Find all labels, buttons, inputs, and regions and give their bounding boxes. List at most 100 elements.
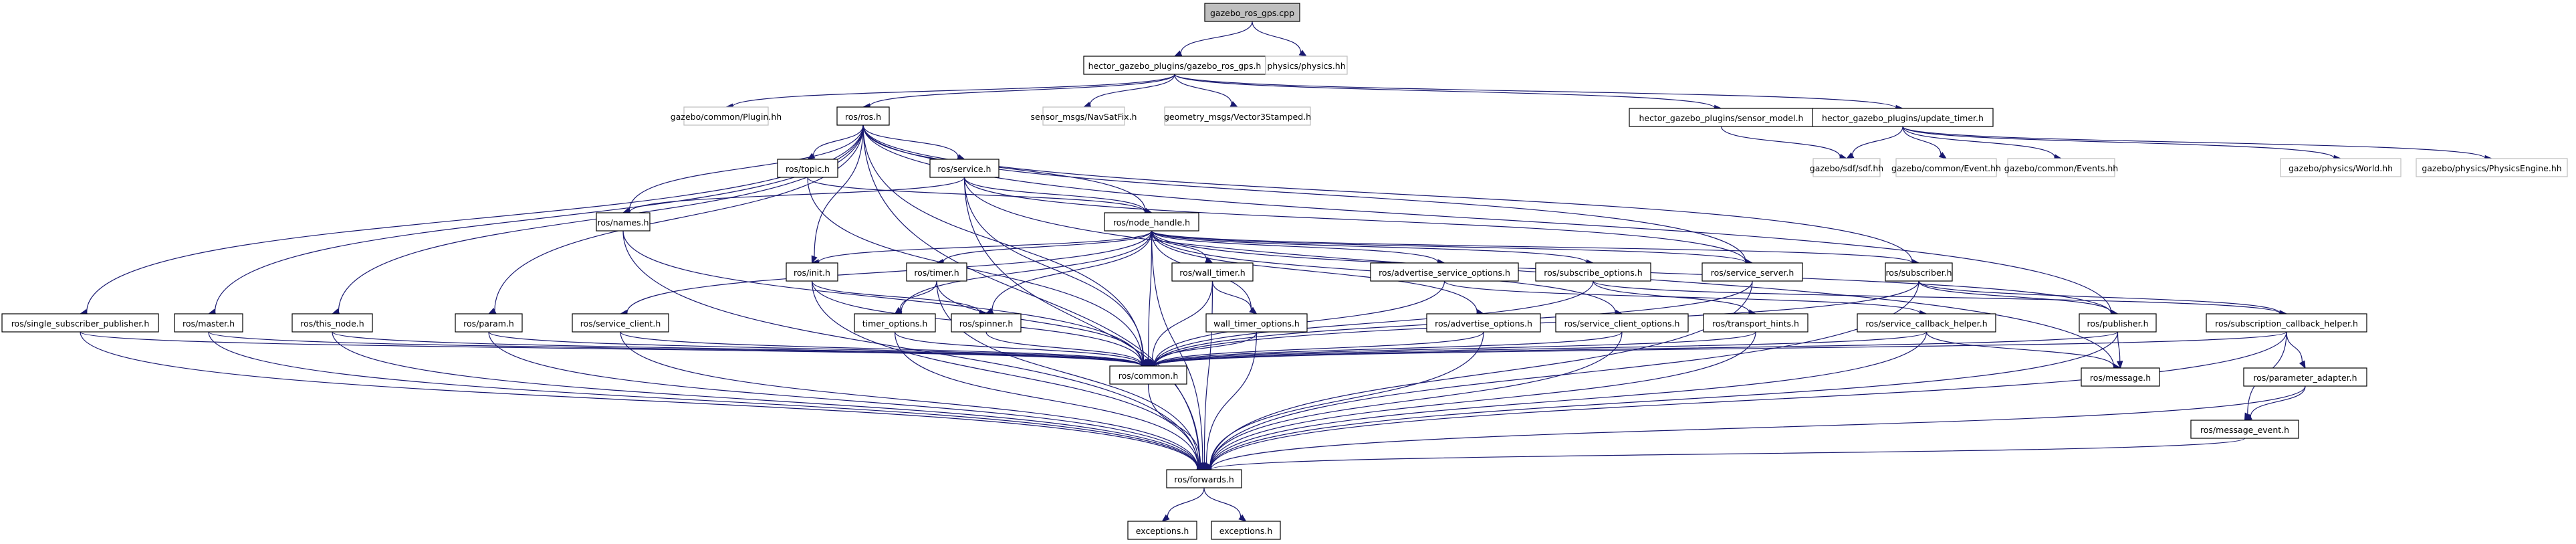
edge-line [1154,331,2119,367]
node-box [1370,262,1519,282]
node-ros-service-callback-helper-h[interactable]: ros/service_callback_helper.h [1857,313,1996,333]
node-ros-timer-h[interactable]: ros/timer.h [906,262,967,282]
node-ros-this-node-h[interactable]: ros/this_node.h [291,313,373,333]
node-hector-gazebo-plugins-update-timer-h[interactable]: hector_gazebo_plugins/update_timer.h [1812,108,1994,127]
node-label: ros/timer.h [914,268,959,278]
edge-ros-subscriber-h-to-ros-forwards-h [1203,280,1919,471]
node-ros-subscription-callback-helper-h[interactable]: ros/subscription_callback_helper.h [2206,313,2367,333]
node-ros-message-event-h[interactable]: ros/message_event.h [2190,420,2299,439]
node-box [1265,56,1348,75]
node-label: physics/physics.hh [1267,61,1345,71]
edge-ros-spinner-h-to-ros-common-h [985,331,1149,368]
node-exceptions-h[interactable]: exceptions.h [1211,521,1281,540]
node-ros-wall-timer-h[interactable]: ros/wall_timer.h [1171,262,1254,282]
node-label: ros/init.h [794,268,830,278]
node-label: geometry_msgs/Vector3Stamped.h [1164,112,1311,122]
edge-ros-ros-h-to-ros-topic-h [806,124,864,160]
edge-hector-gazebo-plugins-sensor-model-h-to-gazebo-sdf-sdf-hh [1720,126,1848,160]
edge-line [1180,21,1253,54]
edges-layer [79,21,2493,522]
edge-line [811,280,1199,467]
edge-line [80,331,1198,469]
node-ros-topic-h[interactable]: ros/topic.h [777,159,838,178]
node-label: gazebo/sdf/sdf.hh [1810,163,1883,173]
arrowhead-icon [2299,360,2306,369]
node-gazebo-sdf-sdf-hh: gazebo/sdf/sdf.hh [1810,158,1883,177]
arrowhead-icon [806,153,816,160]
node-ros-service-client-h[interactable]: ros/service_client.h [572,313,669,333]
node-gazebo-physics-world-hh: gazebo/physics/World.hh [2280,158,2402,177]
arrowhead-icon [1082,101,1092,108]
node-ros-message-h[interactable]: ros/message.h [2081,367,2160,387]
node-ros-transport-hints-h[interactable]: ros/transport_hints.h [1703,313,1808,333]
node-ros-subscriber-h[interactable]: ros/subscriber.h [1885,262,1953,282]
node-sensor-msgs-navsatfix-h: sensor_msgs/NavSatFix.h [1031,106,1137,126]
node-timer-options-h[interactable]: timer_options.h [854,313,936,333]
node-box [683,106,769,126]
node-box [1,313,159,333]
node-box [1812,108,1994,127]
node-box [2416,158,2568,177]
node-box [929,159,1000,178]
edge-ros-wall-timer-h-to-ros-forwards-h [1201,280,1213,471]
node-ros-forwards-h[interactable]: ros/forwards.h [1166,469,1242,488]
nodes-layer: gazebo_ros_gps.cpphector_gazebo_plugins/… [1,3,2568,540]
node-box [906,262,967,282]
node-box [572,313,669,333]
node-ros-spinner-h[interactable]: ros/spinner.h [951,313,1022,333]
node-ros-single-subscriber-publisher-h[interactable]: ros/single_subscriber_publisher.h [1,313,159,333]
node-ros-param-h[interactable]: ros/param.h [455,313,523,333]
edge-line [1925,331,2115,367]
node-ros-subscribe-options-h[interactable]: ros/subscribe_options.h [1535,262,1651,282]
node-ros-advertise-options-h[interactable]: ros/advertise_options.h [1426,313,1541,333]
node-label: ros/spinner.h [959,319,1014,329]
node-box [291,313,373,333]
node-wall-timer-options-h[interactable]: wall_timer_options.h [1205,313,1308,333]
node-label: ros/advertise_service_options.h [1379,268,1510,278]
node-ros-ros-h[interactable]: ros/ros.h [836,106,890,126]
edge-line [862,124,1200,465]
node-ros-service-server-h[interactable]: ros/service_server.h [1702,262,1803,282]
node-label: sensor_msgs/NavSatFix.h [1031,112,1137,122]
edge-line [869,74,1175,107]
edge-line [1089,74,1175,105]
arrowhead-icon [1249,306,1258,314]
node-box [1127,521,1197,540]
node-exceptions-h[interactable]: exceptions.h [1127,521,1197,540]
node-box [2081,367,2160,387]
edge-ros-node-handle-h-to-ros-common-h [1145,230,1153,367]
node-ros-init-h[interactable]: ros/init.h [786,262,838,282]
edge-line [1210,331,2287,469]
edge-line [1174,74,1232,104]
edge-line [1203,280,1213,464]
node-ros-common-h[interactable]: ros/common.h [1109,365,1187,385]
edge-line [215,124,864,312]
edge-line [1147,383,1201,464]
edge-ros-node-handle-h-to-ros-subscriber-h [1151,230,1920,266]
edge-ros-ros-h-to-ros-param-h [487,124,864,314]
node-hector-gazebo-plugins-sensor-model-h[interactable]: hector_gazebo_plugins/sensor_model.h [1629,108,1814,127]
edge-line [2250,385,2306,418]
edge-ros-ros-h-to-ros-forwards-h [862,124,1205,470]
node-ros-service-h[interactable]: ros/service.h [929,159,1000,178]
edge-line [1902,126,1942,155]
edge-line [2117,331,2121,362]
node-ros-names-h[interactable]: ros/names.h [596,212,651,232]
node-hector-gazebo-plugins-gazebo-ros-gps-h[interactable]: hector_gazebo_plugins/gazebo_ros_gps.h [1083,56,1266,75]
node-ros-node-handle-h[interactable]: ros/node_handle.h [1104,212,1199,232]
node-ros-advertise-service-options-h[interactable]: ros/advertise_service_options.h [1370,262,1519,282]
node-box [2243,367,2367,387]
node-ros-service-client-options-h[interactable]: ros/service_client_options.h [1555,313,1689,333]
edge-line [620,331,1198,468]
node-ros-master-h[interactable]: ros/master.h [174,313,243,333]
edge-line [1918,280,2112,313]
edge-line [985,331,1143,365]
node-box [1702,262,1803,282]
edge-line [732,74,1175,107]
node-ros-publisher-h[interactable]: ros/publisher.h [2079,313,2157,333]
node-ros-parameter-adapter-h[interactable]: ros/parameter_adapter.h [2243,367,2367,387]
edge-hector-gazebo-plugins-gazebo-ros-gps-h-to-hector-gazebo-plugins-update-timer-h [1174,74,1904,112]
edge-line [811,280,980,313]
arrowhead-icon [2244,414,2252,421]
